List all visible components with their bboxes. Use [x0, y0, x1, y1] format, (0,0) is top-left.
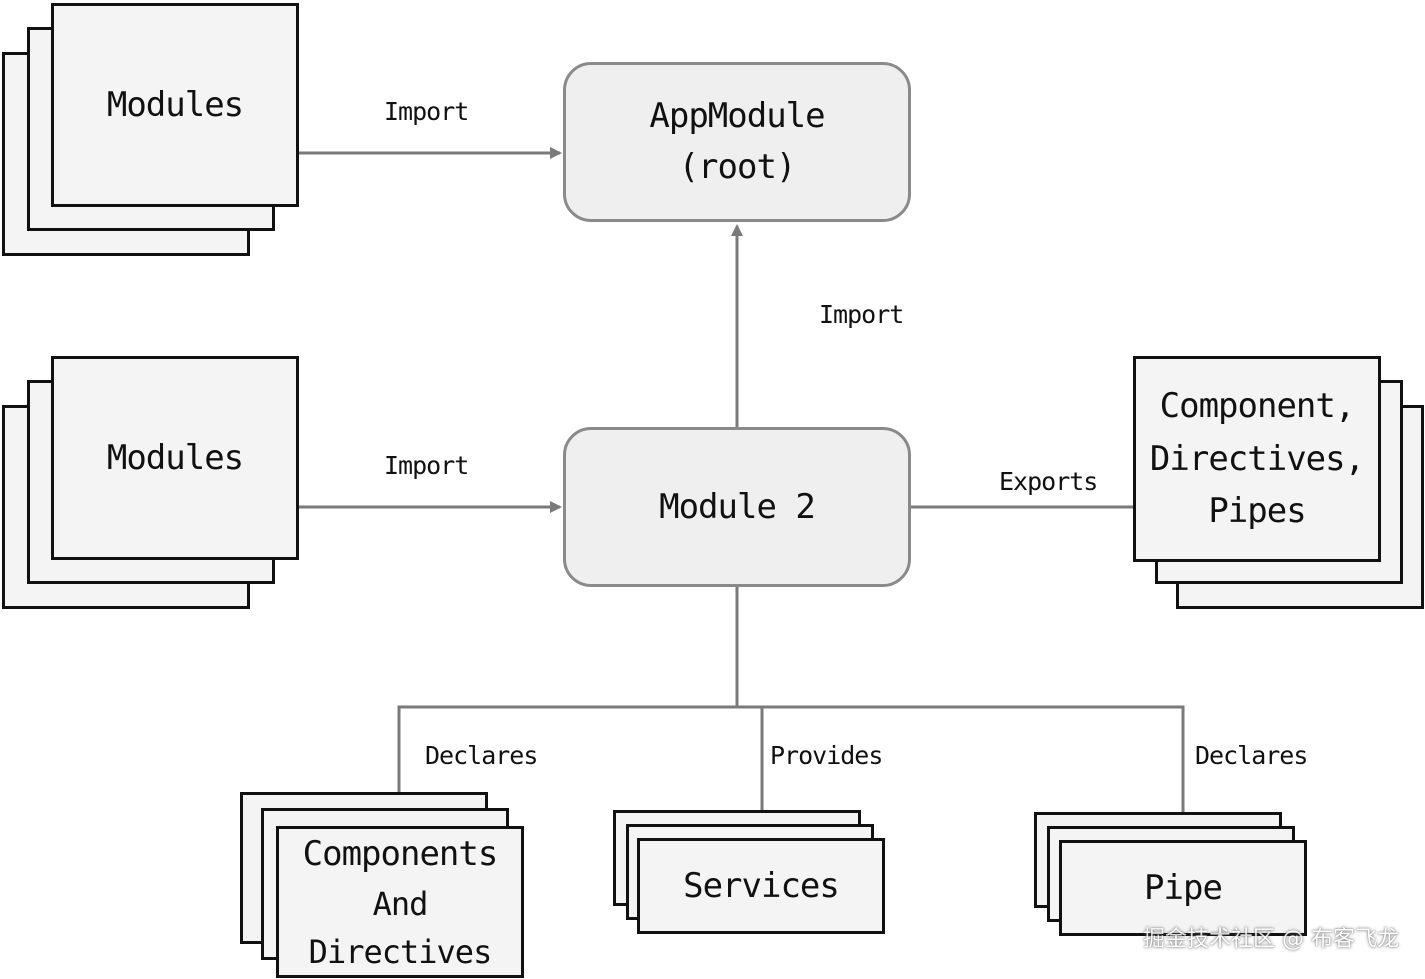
module-2-node: Module 2	[563, 427, 911, 587]
label-exports: Exports	[999, 467, 1098, 496]
services-stack: Services	[637, 838, 885, 934]
exports-line-3: Pipes	[1208, 491, 1306, 532]
appmodule-node: AppModule (root)	[563, 62, 911, 222]
pipe-stack: Pipe	[1059, 840, 1307, 936]
label-declares-pipe: Declares	[1195, 741, 1308, 770]
exports-line-1: Component,	[1159, 385, 1356, 426]
label-import-middle: Import	[384, 451, 469, 480]
components-directives-stack: Components And Directives	[276, 826, 524, 978]
modules-top-stack: Modules	[51, 3, 299, 207]
label-declares-components: Declares	[425, 741, 538, 770]
modules-middle-label: Modules	[106, 437, 244, 478]
label-import-top: Import	[384, 97, 469, 126]
module-2-title: Module 2	[659, 486, 816, 527]
exports-line-2: Directives,	[1149, 438, 1365, 479]
modules-middle-stack: Modules	[51, 356, 299, 560]
services-label: Services	[683, 865, 840, 906]
modules-top-label: Modules	[106, 84, 244, 125]
components-line-2: And Directives	[308, 884, 493, 971]
watermark-text: 掘金技术社区 @ 布客飞龙	[1143, 927, 1399, 952]
components-line-1: Components	[302, 833, 499, 874]
label-provides-services: Provides	[770, 741, 883, 770]
exports-stack: Component, Directives, Pipes	[1133, 356, 1381, 562]
pipe-label: Pipe	[1144, 867, 1223, 908]
appmodule-title: AppModule	[649, 96, 825, 136]
edge-bus	[397, 705, 1185, 842]
appmodule-subtitle: (root)	[678, 147, 797, 187]
label-import-module2: Import	[819, 300, 904, 329]
